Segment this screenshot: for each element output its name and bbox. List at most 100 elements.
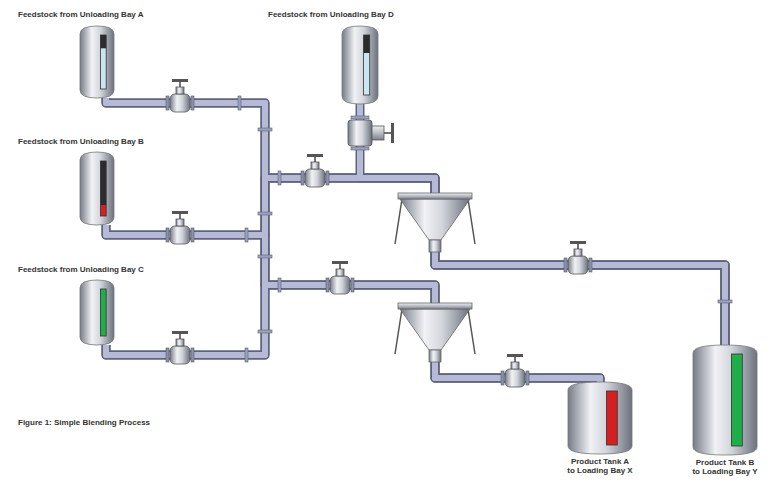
hopper-leg — [468, 309, 475, 354]
level-gauge — [606, 391, 617, 445]
tank-outline — [568, 382, 632, 454]
hopper-rim — [398, 193, 472, 199]
tank-outline — [80, 26, 114, 98]
level-gauge — [731, 354, 742, 446]
hopper-cone — [400, 199, 470, 240]
flange — [718, 300, 732, 303]
tank-outline — [693, 345, 757, 455]
pipe-outline — [106, 285, 600, 382]
hand-valve — [166, 331, 194, 364]
tank-label: Feedstock from Unloading Bay D — [268, 10, 394, 19]
hand-valve — [166, 79, 194, 112]
level-gauge — [100, 161, 106, 216]
hopper-spout — [429, 350, 441, 362]
pipe-outline — [106, 178, 725, 355]
tank-body — [342, 26, 378, 104]
pipe-outline — [106, 98, 600, 382]
tank-body — [80, 152, 114, 225]
hopper-leg — [395, 199, 402, 244]
tank-shape — [568, 382, 632, 454]
valve-actuator — [372, 126, 384, 140]
hopper-leg — [395, 309, 402, 354]
tank-label: Feedstock from Unloading Bay A — [18, 10, 144, 19]
hopper-leg — [468, 199, 475, 244]
flange — [258, 330, 272, 333]
level-bar — [606, 391, 617, 445]
level-empty — [364, 35, 370, 53]
blending-hopper — [395, 303, 475, 362]
pipe — [106, 225, 600, 382]
tank-shape — [80, 280, 114, 345]
flange — [258, 212, 272, 215]
level-gauge — [364, 35, 370, 95]
handwheel — [391, 123, 394, 143]
tank-outline — [80, 280, 114, 345]
level-gauge — [100, 289, 106, 336]
valve-body — [348, 120, 372, 146]
tank-label: Feedstock from Unloading Bay C — [18, 265, 144, 274]
hand-valve — [166, 211, 194, 244]
tank-body — [80, 280, 114, 345]
level-bar — [100, 289, 106, 336]
pipe-outlines — [106, 98, 725, 382]
hand-valve — [564, 241, 592, 274]
pipe — [106, 285, 600, 382]
tank-shape — [693, 345, 757, 455]
level-bar — [100, 49, 106, 90]
hand-valve — [326, 261, 354, 294]
hopper-rim — [398, 303, 472, 309]
tank-body — [693, 345, 757, 455]
hopper-spout — [429, 240, 441, 252]
tank-outline — [342, 26, 378, 104]
tank-shape — [342, 26, 378, 104]
flange — [278, 171, 281, 185]
tank-shape — [80, 152, 114, 225]
hand-valve — [301, 154, 329, 187]
level-empty — [100, 35, 106, 49]
pipe-outline — [106, 98, 725, 345]
feedstock-tank: Feedstock from Unloading Bay B — [18, 137, 144, 225]
pipe — [360, 104, 725, 345]
pipes — [106, 98, 725, 382]
tank-body — [568, 382, 632, 454]
flange — [245, 348, 248, 362]
hopper-cone — [400, 309, 470, 350]
flange — [278, 278, 281, 292]
feedstock-tank: Feedstock from Unloading Bay A — [18, 10, 144, 98]
figure-caption: Figure 1: Simple Blending Process — [18, 418, 150, 427]
flange — [351, 147, 369, 150]
valve-stem — [384, 132, 391, 134]
blending-hopper — [395, 193, 475, 252]
flange — [351, 116, 369, 119]
product-tank: Product Tank A to Loading Bay X — [557, 382, 643, 476]
tank-outline — [80, 152, 114, 225]
pipe — [106, 98, 725, 345]
tank-shape — [80, 26, 114, 98]
feedstock-tank: Feedstock from Unloading Bay C — [18, 265, 144, 345]
tank-body — [80, 26, 114, 98]
flange — [258, 255, 272, 258]
product-tank: Product Tank B to Loading Bay Y — [682, 345, 768, 477]
flange — [245, 228, 248, 242]
tank-label: Feedstock from Unloading Bay B — [18, 137, 144, 146]
level-bar — [100, 205, 106, 216]
flange — [238, 96, 241, 110]
actuated-valve — [348, 116, 394, 150]
pipe-outline — [360, 104, 725, 345]
level-bar — [731, 354, 742, 446]
pipe-flanges — [238, 96, 732, 362]
level-bar — [364, 53, 370, 95]
tank-label: Product Tank B to Loading Bay Y — [682, 458, 768, 476]
level-gauge — [100, 35, 106, 89]
feedstock-tank: Feedstock from Unloading Bay D — [268, 10, 394, 104]
level-empty — [100, 161, 106, 205]
pipe — [106, 98, 600, 382]
pipe-outline — [106, 225, 600, 382]
tank-label: Product Tank A to Loading Bay X — [557, 457, 643, 475]
hand-valve — [501, 354, 529, 387]
